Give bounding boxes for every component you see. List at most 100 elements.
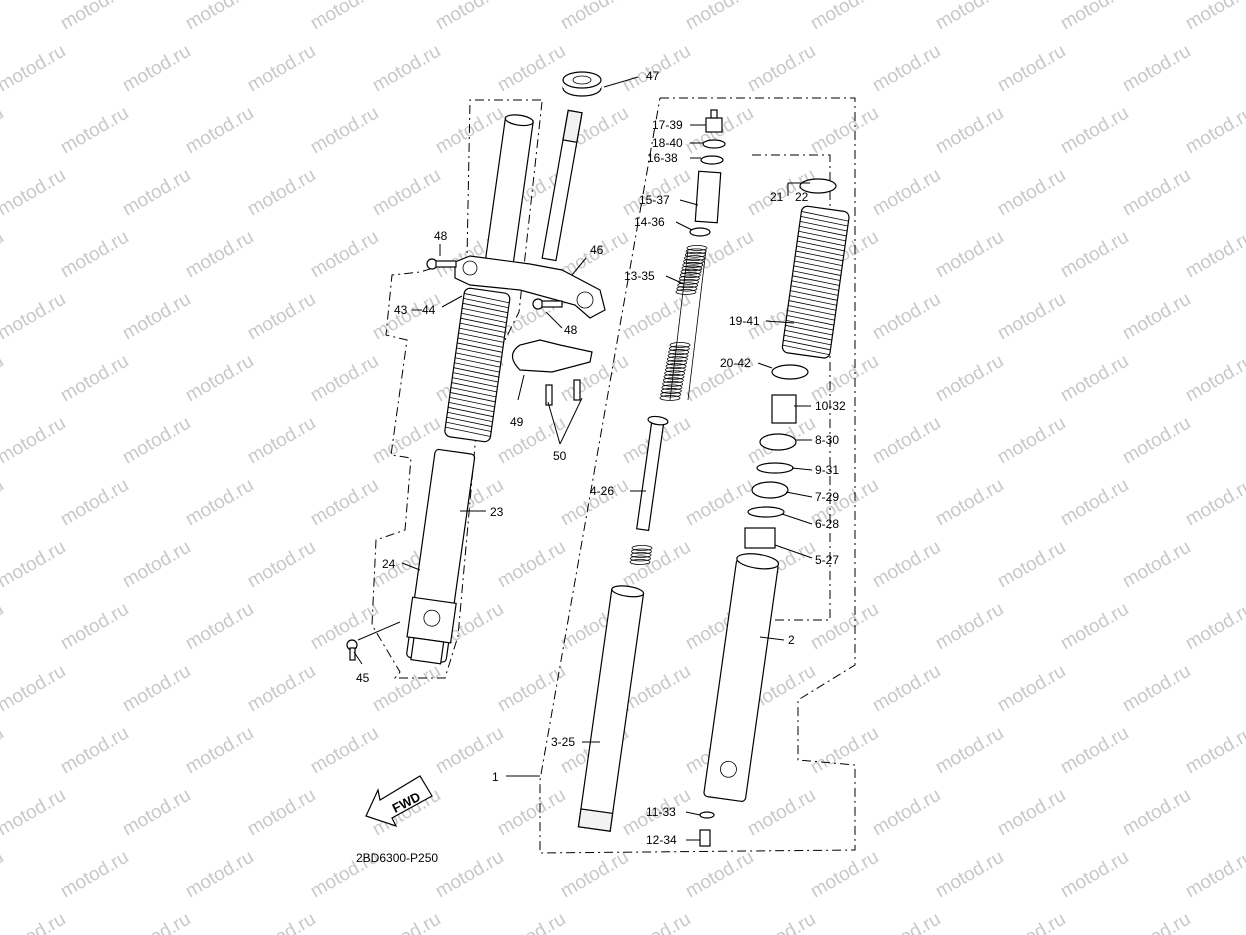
watermark-text: motod.ru [619,909,694,935]
watermark-text: motod.ru [494,661,569,717]
watermark-text: motod.ru [1119,413,1194,469]
watermark-text: motod.ru [1119,785,1194,841]
watermark-text: motod.ru [1182,599,1246,655]
callout-3-25: 3-25 [551,735,575,749]
middle-group-outline [539,97,856,854]
spring-coil [631,548,652,555]
spring-coil [669,342,691,348]
watermark-text: motod.ru [182,599,257,655]
watermark-text: motod.ru [869,41,944,97]
callout-48-top: 48 [434,229,448,243]
callout-12-34: 12-34 [646,833,677,847]
boot-rib [786,315,834,326]
rebound-spring [629,545,653,565]
watermark-text: motod.ru [57,723,132,779]
watermark-text: motod.ru [1119,537,1194,593]
boot-rib [788,300,837,311]
boot-rib [795,255,843,267]
watermark-text: motod.ru [1057,723,1132,779]
watermark-text: motod.ru [119,785,194,841]
watermark-text: motod.ru [932,0,1007,34]
callout-2: 2 [788,633,795,647]
boot-rib [450,387,497,398]
boot-rib [458,332,504,343]
watermark-text: motod.ru [119,165,194,221]
boot-rib [784,329,832,341]
boot-rib [790,285,839,296]
boot-ribs [445,293,510,437]
watermark-text: motod.ru [494,785,569,841]
watermark-text: motod.ru [619,289,694,345]
boot-rib [448,401,495,413]
boot-rib [461,312,507,323]
spring-coil [676,285,698,292]
fork-boot [444,287,511,443]
watermark-text: motod.ru [1057,227,1132,283]
boot-rib [786,319,834,331]
watermark-text: motod.ru [994,41,1069,97]
callout-11-33: 11-33 [646,805,676,819]
watermark-text: motod.ru [0,909,69,935]
watermark-text: motod.ru [557,475,632,531]
spring-coil [664,370,686,377]
washer [700,155,724,165]
watermark-text: motod.ru [869,165,944,221]
watermark-text: motod.ru [57,475,132,531]
watermark-text: motod.ru [1057,103,1132,159]
boot-rib [452,377,498,388]
watermark-text: motod.ru [119,413,194,469]
spring-coil [666,359,688,366]
watermark-text: motod.ru [994,661,1069,717]
watermark-text: motod.ru [0,0,7,34]
watermark-text: motod.ru [0,103,7,159]
spring-coil [681,265,703,272]
watermark-text: motod.ru [119,41,194,97]
callout-47: 47 [646,69,660,83]
callout-leaders [353,76,813,841]
watermark-text: motod.ru [0,351,7,407]
clip [756,462,794,474]
spring-coil [666,356,688,363]
watermark-text: motod.ru [1119,289,1194,345]
watermark-text: motod.ru [369,661,444,717]
watermark-text: motod.ru [932,227,1007,283]
watermark-text: motod.ru [244,661,319,717]
callout-labels: 47 17-39 18-40 16-38 15-37 14-36 13-35 2… [356,69,846,847]
watermark-text: motod.ru [1182,351,1246,407]
boot-rib [796,245,844,257]
callout-15-37: 15-37 [639,193,670,207]
callout-21: 21 [770,190,784,204]
watermark-text: motod.ru [244,537,319,593]
spring-coil [630,555,651,562]
boot-rib [787,310,835,321]
spring-coil [680,268,702,275]
washer-3 [747,506,785,518]
callout-20-42: 20-42 [720,356,751,370]
boot-rib [462,302,508,314]
watermark-text: motod.ru [807,0,882,34]
watermark-text: motod.ru [369,165,444,221]
watermark-text: motod.ru [119,537,194,593]
watermark-text: motod.ru [119,289,194,345]
watermark-text: motod.ru [869,785,944,841]
watermark-text: motod.ru [182,227,257,283]
damper-rod [636,415,669,532]
spring-coil [684,255,705,262]
boot-rib [457,337,504,348]
watermark-text: motod.ru [807,103,882,159]
watermark-text: motod.ru [1119,909,1194,935]
boot-rib [460,317,506,328]
watermark-text: motod.ru [682,475,757,531]
spacer [694,170,722,224]
watermark-text: motod.ru [994,165,1069,221]
watermark-text: motod.ru [432,0,507,34]
callout-13-35: 13-35 [624,269,655,283]
callout-24: 24 [382,557,396,571]
boot-rib [792,270,841,281]
callout-16-38: 16-38 [647,151,678,165]
boot-rib [445,426,491,437]
spring-coil [664,366,686,373]
spring-coil [679,272,701,278]
watermark-text: motod.ru [307,351,382,407]
